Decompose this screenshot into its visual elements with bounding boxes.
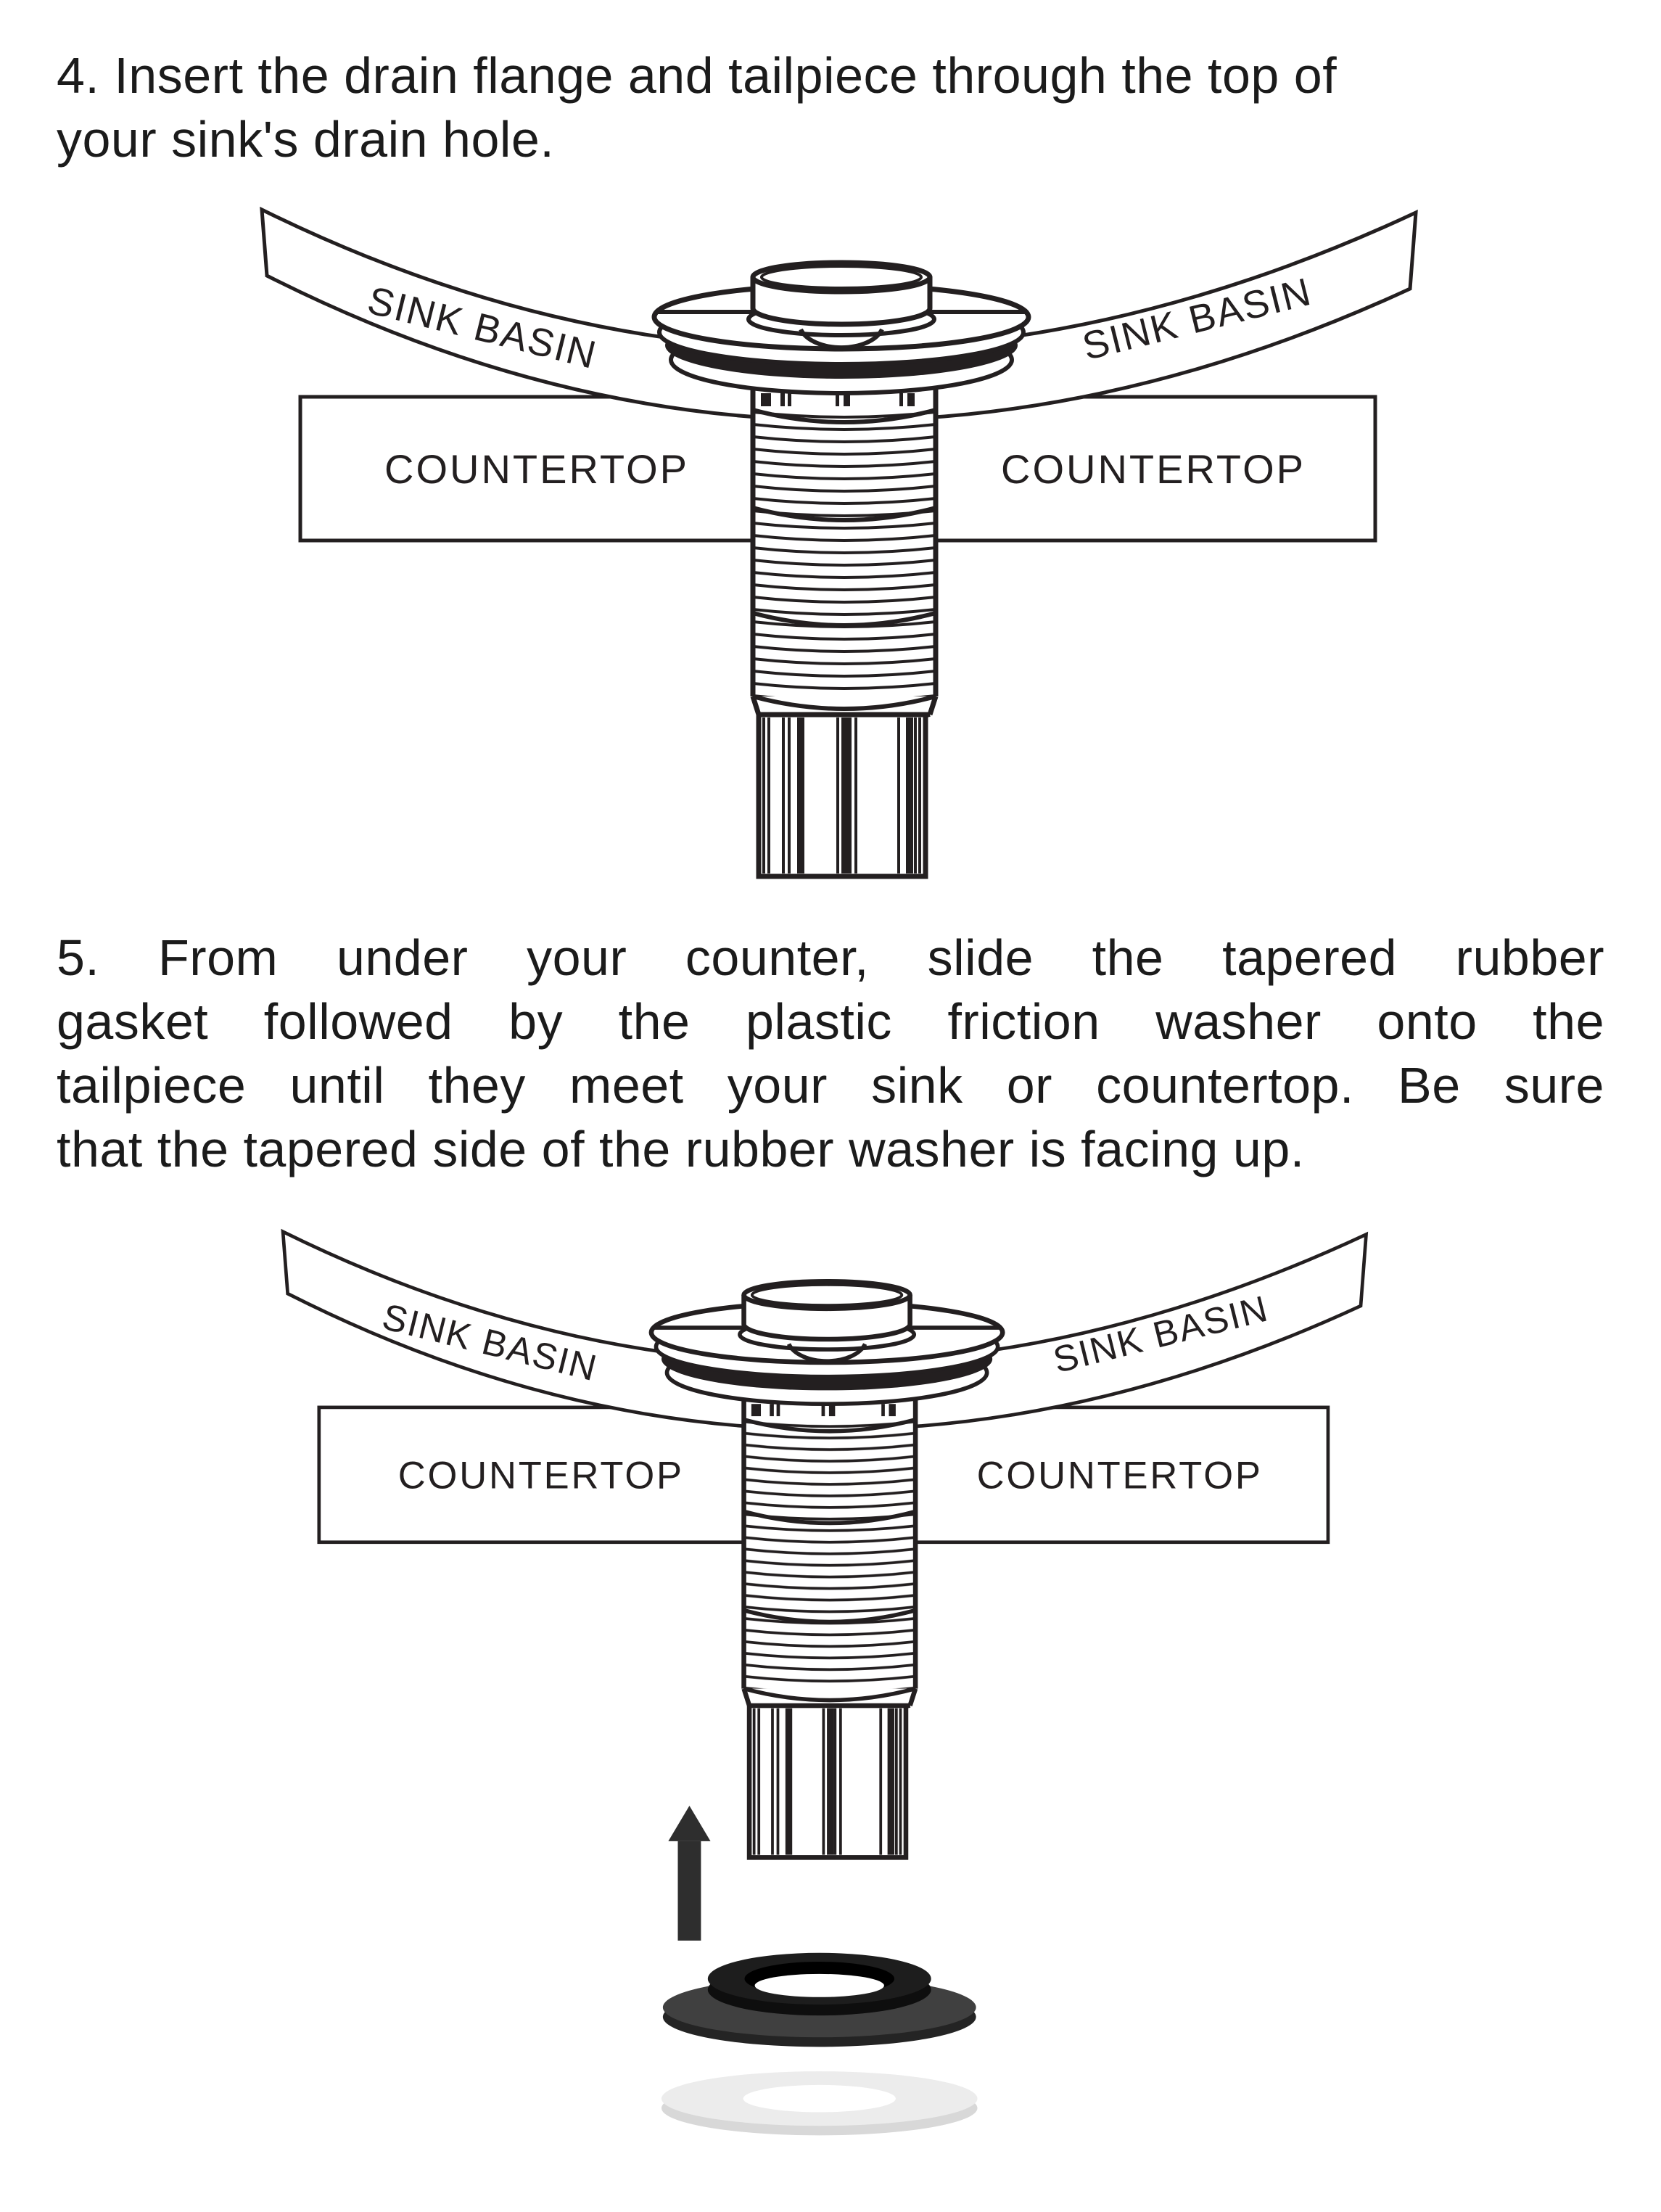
thread-section-rings [752, 408, 936, 628]
taper-sides [741, 1687, 918, 1707]
drain-flange [651, 260, 1031, 395]
sink-basin-curve [281, 1228, 1369, 1431]
tailpiece [741, 1353, 918, 1860]
tube-stripes-thick [797, 718, 913, 873]
sink-basin-curve [260, 206, 1418, 422]
stopper-knob-top [741, 1278, 912, 1312]
step-5-line-1: 5. From under your counter, slide the ta… [57, 929, 1604, 986]
tailpiece [750, 340, 939, 879]
countertop-label-right: COUNTERTOP [1001, 446, 1306, 492]
diagram-gasket-washer-install: COUNTERTOP COUNTERTOP SINK BASIN SINK BA… [281, 1228, 1369, 2136]
tailpiece-edges [741, 1353, 918, 1689]
thread-start-ticks [761, 393, 915, 406]
thread-section-rings [743, 1418, 916, 1624]
stopper-knob-rim [750, 1283, 904, 1307]
countertop-label-left: COUNTERTOP [398, 1455, 684, 1497]
diagram-drain-inserted: COUNTERTOP COUNTERTOP SINK BASIN SINK BA… [260, 206, 1418, 879]
arrow-head [668, 1806, 711, 1841]
taper-ring [743, 1686, 916, 1703]
tube-stripes-thick [785, 1708, 895, 1855]
taper-sides [750, 695, 939, 716]
step-5-line-4: that the tapered side of the rubber wash… [57, 1121, 1305, 1177]
taper-ring [752, 694, 936, 711]
arrow-up-icon [668, 1806, 711, 1941]
step-4-line-2: your sink's drain hole. [57, 111, 555, 168]
countertop-label-right: COUNTERTOP [977, 1455, 1263, 1497]
stopper-dome-arc [786, 1343, 867, 1364]
step-5-instruction: 5. From under your counter, slide the ta… [57, 926, 1604, 1181]
tailpiece-threads [743, 1418, 916, 1689]
tailpiece-threads [753, 409, 936, 696]
step-5-line-3: tailpiece until they meet your sink or c… [57, 1057, 1604, 1114]
friction-washer [661, 2071, 978, 2136]
stopper-knob-top [750, 260, 933, 295]
drain-flange [648, 1278, 1005, 1407]
arrow-shaft [677, 1841, 701, 1941]
thread-start-ticks [751, 1404, 896, 1417]
rubber-gasket [662, 1952, 976, 2047]
step-4-instruction: 4. Insert the drain flange and tailpiece… [57, 44, 1604, 171]
step-5-line-2: gasket followed by the plastic friction … [57, 993, 1604, 1050]
tailpiece-edges [750, 340, 939, 696]
stopper-knob-rim [760, 265, 923, 289]
gasket-hole-through [754, 1973, 884, 1997]
countertop-label-left: COUNTERTOP [384, 446, 689, 492]
step-4-line-1: 4. Insert the drain flange and tailpiece… [57, 47, 1338, 104]
stopper-dome-arc [799, 328, 884, 350]
tube-stripes-thin [762, 718, 921, 873]
tube-stripes-thin [752, 1708, 902, 1855]
washer-hole [743, 2084, 896, 2113]
